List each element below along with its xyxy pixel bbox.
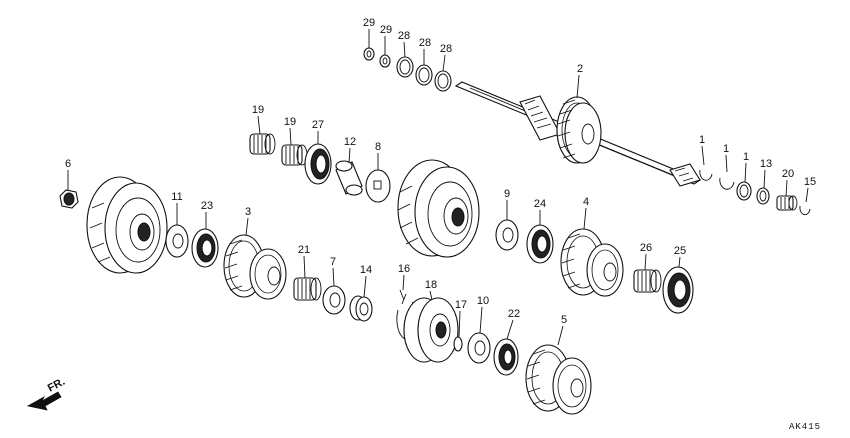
callout-27: 27 [312,119,324,131]
bearing-25 [662,266,694,314]
front-direction-indicator: FR. [26,376,67,411]
callout-labels: 29 29 28 28 28 2 1 1 1 13 20 15 6 11 23 … [65,17,816,326]
bearing-23 [191,228,219,268]
bearing-27 [304,143,332,185]
clutch-drum-upper [397,159,480,258]
diagram-code: AK415 [789,422,821,432]
callout-23: 23 [201,200,213,212]
needle-bearing-19b [281,144,308,166]
washer-13 [756,187,770,205]
callout-14: 14 [360,264,372,276]
callout-25: 25 [674,245,686,257]
callout-4: 4 [583,196,589,208]
arrow-icon [26,391,62,411]
washer-29a [363,47,375,61]
thrust-washer-9 [495,219,519,251]
collar-14 [349,295,373,322]
needle-bearing-21 [293,277,322,301]
shim-28a [396,56,414,78]
callout-11: 11 [171,191,182,203]
bearing-22 [493,338,519,376]
callout-3: 3 [245,206,251,218]
washer-29b [379,54,391,68]
thrust-washer-11 [165,224,189,258]
snap-ring-15 [799,205,811,216]
callout-1a: 1 [699,134,705,146]
bearing-24 [526,224,554,264]
callout-6: 6 [65,158,71,170]
mainshaft [454,81,702,187]
callout-7: 7 [330,256,336,268]
collar-12 [335,160,363,196]
callout-16: 16 [398,263,410,275]
needle-bearing-26 [633,269,662,293]
callout-13: 13 [760,158,772,170]
callout-19a: 19 [252,104,264,116]
callout-28b: 28 [419,37,431,49]
callout-19b: 19 [284,116,296,128]
shim-28b [415,64,433,86]
callout-1c: 1 [743,151,749,163]
callout-12: 12 [344,136,356,148]
collar-1c [736,181,752,201]
gear-5 [525,344,592,415]
callout-10: 10 [477,295,489,307]
callout-5: 5 [561,314,567,326]
needle-bearing-19a [249,133,276,155]
callout-22: 22 [508,308,520,320]
gear-4 [560,228,624,297]
callout-28a: 28 [398,30,410,42]
locknut-6 [59,189,79,209]
shim-28c [434,70,452,92]
bearing-20 [776,195,798,211]
callout-9: 9 [504,188,510,200]
snap-ring-17 [453,336,463,352]
callout-2: 2 [577,63,583,75]
front-label: FR. [46,376,67,395]
callout-28c: 28 [440,43,452,55]
gear-3 [223,234,287,300]
callout-1b: 1 [723,143,729,155]
callout-21: 21 [298,244,310,256]
callout-29a: 29 [363,17,375,29]
thrust-washer-10 [467,332,491,364]
callout-26: 26 [640,242,652,254]
callout-15: 15 [804,176,816,188]
snap-ring-1a [699,169,713,181]
snap-ring-1b [719,177,735,190]
callout-8: 8 [375,141,381,153]
thrust-washer-8 [365,169,391,203]
callout-18: 18 [425,279,437,291]
thrust-washer-7 [322,285,346,315]
callout-17: 17 [455,299,467,311]
clutch-drum-left [86,176,168,274]
callout-29b: 29 [380,24,392,36]
callout-20: 20 [782,168,794,180]
one-way-clutch-18 [403,297,459,363]
leader-lines [67,29,809,346]
callout-24: 24 [534,198,546,210]
